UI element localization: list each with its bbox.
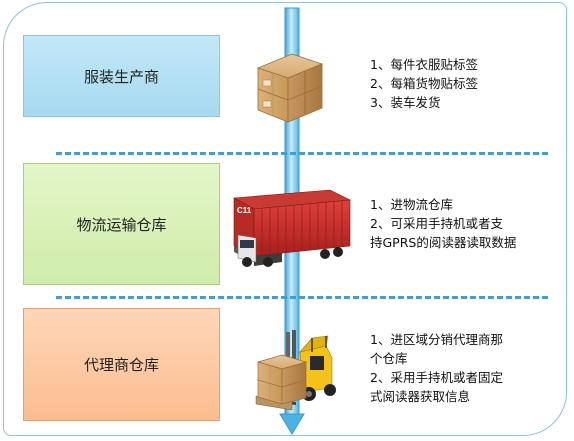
- stage-box-agent-warehouse: 代理商仓库: [23, 308, 220, 421]
- stage-box-manufacturer: 服装生产商: [23, 35, 220, 117]
- forklift-icon: [255, 330, 336, 411]
- stage-separator: [56, 152, 548, 155]
- note-item: 个仓库: [370, 351, 408, 366]
- stage-notes-agent-warehouse: 1、进区域分销代理商那 个仓库 2、采用手持机或者固定 式阅读器获取信息: [370, 330, 503, 406]
- note-item: 1、进区域分销代理商那: [370, 332, 503, 347]
- note-item: 1、进物流仓库: [370, 197, 453, 212]
- note-item: 2、每箱货物贴标签: [370, 76, 478, 91]
- stage-notes-manufacturer: 1、每件衣服贴标签 2、每箱货物贴标签 3、装车发货: [370, 55, 478, 112]
- stage-label-manufacturer: 服装生产商: [83, 67, 159, 86]
- stage-separator: [56, 296, 548, 299]
- stage-notes-logistics-warehouse: 1、进物流仓库 2、可采用手持机或者支 持GPRS的阅读器读取数据: [370, 195, 516, 252]
- cardboard-boxes-icon: [256, 53, 324, 123]
- stage-label-logistics-warehouse: 物流运输仓库: [76, 215, 167, 234]
- stage-label-agent-warehouse: 代理商仓库: [83, 356, 159, 374]
- note-item: 3、装车发货: [370, 95, 441, 110]
- note-item: 式阅读器获取信息: [370, 389, 471, 404]
- note-item: 持GPRS的阅读器读取数据: [370, 235, 517, 250]
- container-truck-icon: C11: [232, 189, 352, 267]
- truck-logo: C11: [237, 206, 252, 215]
- note-item: 1、每件衣服贴标签: [370, 57, 478, 72]
- note-item: 2、可采用手持机或者支: [370, 216, 503, 231]
- stage-box-logistics-warehouse: 物流运输仓库: [23, 163, 220, 285]
- note-item: 2、采用手持机或者固定: [370, 370, 503, 385]
